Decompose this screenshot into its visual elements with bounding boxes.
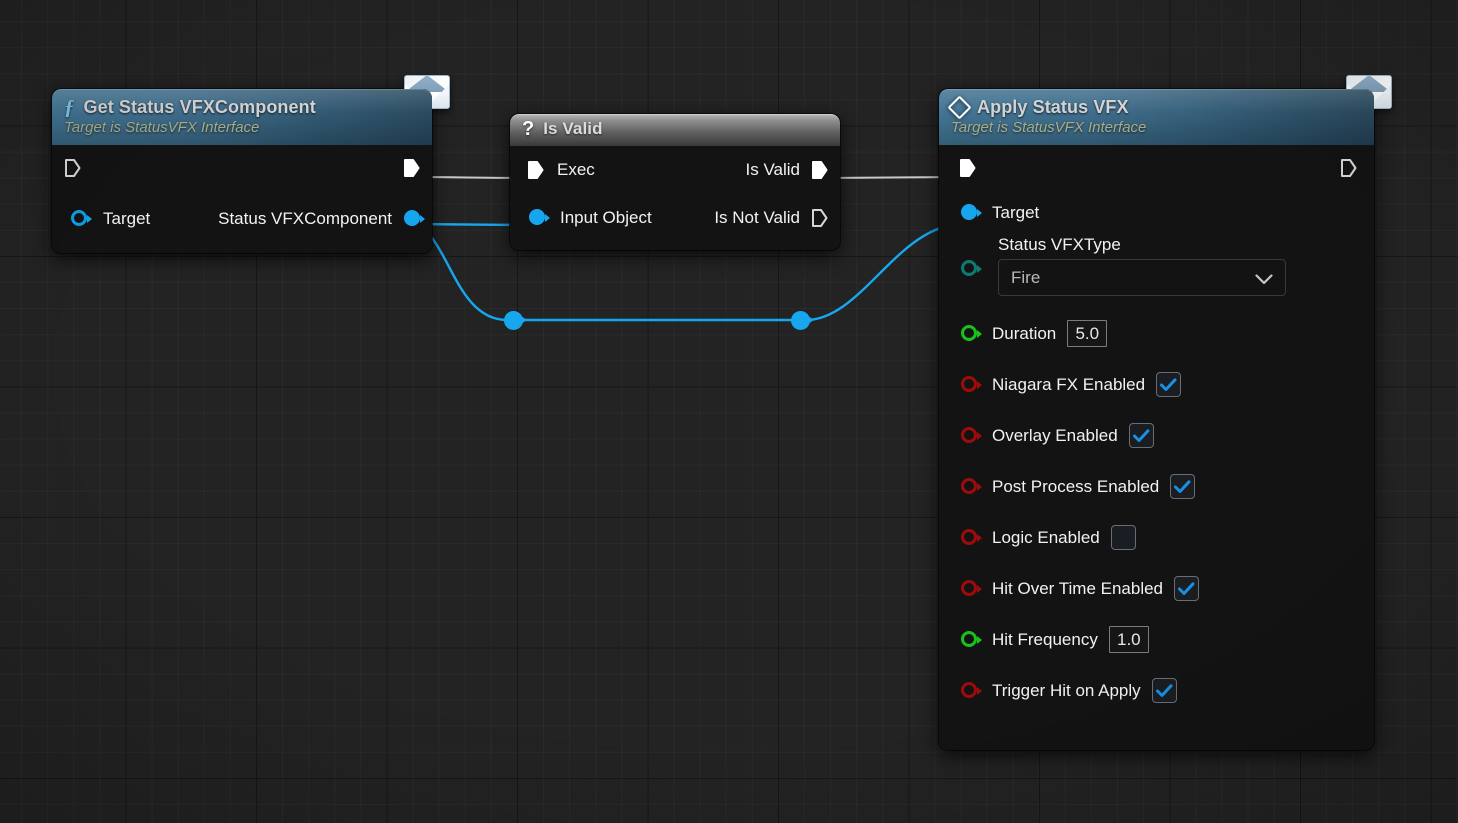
node-header[interactable]: ? Is Valid <box>510 114 840 146</box>
status-vfxtype-value: Fire <box>1011 267 1041 287</box>
is-valid-pin[interactable] <box>811 160 828 180</box>
node-header[interactable]: Apply Status VFX Target is StatusVFX Int… <box>939 89 1374 145</box>
row-niagara-fx-enabled: Niagara FX Enabled <box>939 359 1374 410</box>
status-vfxcomponent-label: Status VFXComponent <box>218 209 392 228</box>
row-overlay-enabled: Overlay Enabled <box>939 410 1374 461</box>
is-not-valid-pin[interactable] <box>811 208 828 228</box>
node-title: Apply Status VFX <box>977 97 1129 117</box>
row-duration: Duration 5.0 <box>939 308 1374 359</box>
is-not-valid-label: Is Not Valid <box>714 208 800 227</box>
exec-out-pin[interactable] <box>403 158 420 178</box>
target-pin[interactable] <box>961 204 982 222</box>
duration-label: Duration <box>992 323 1057 343</box>
duration-pin[interactable] <box>961 324 982 343</box>
trigger-hit-on-apply-label: Trigger Hit on Apply <box>992 680 1141 700</box>
row-post-process-enabled: Post Process Enabled <box>939 461 1374 512</box>
reroute-knot-left[interactable] <box>504 311 527 330</box>
post-process-enabled-pin[interactable] <box>961 477 982 496</box>
node-body: ƒ Get Status VFXComponent Target is Stat… <box>52 89 432 253</box>
trigger-hit-on-apply-pin[interactable] <box>961 681 982 700</box>
row-exec <box>939 145 1374 191</box>
hit-frequency-label: Hit Frequency <box>992 629 1098 649</box>
node-apply-status-vfx[interactable]: Apply Status VFX Target is StatusVFX Int… <box>939 75 1392 750</box>
reroute-knot-left-nub <box>521 316 527 324</box>
row-trigger-hit-on-apply: Trigger Hit on Apply <box>939 665 1374 716</box>
status-vfxtype-pin[interactable] <box>961 260 982 278</box>
hit-frequency-input[interactable]: 1.0 <box>1108 626 1149 653</box>
exec-in-pin[interactable] <box>959 158 976 178</box>
hit-frequency-pin[interactable] <box>961 630 982 649</box>
reroute-knot-right[interactable] <box>791 311 814 330</box>
row-target: Target <box>939 191 1374 235</box>
hit-over-time-enabled-label: Hit Over Time Enabled <box>992 578 1164 598</box>
target-label: Target <box>103 209 151 228</box>
node-title: Is Valid <box>543 119 603 138</box>
node-body: Apply Status VFX Target is StatusVFX Int… <box>939 89 1374 750</box>
row-hit-frequency: Hit Frequency 1.0 <box>939 614 1374 665</box>
row-status-vfxtype: Status VFXType Fire <box>939 235 1374 308</box>
hit-over-time-enabled-pin[interactable] <box>961 579 982 598</box>
input-object-label: Input Object <box>560 208 652 227</box>
duration-input[interactable]: 5.0 <box>1067 320 1108 347</box>
is-valid-label: Is Valid <box>745 160 801 179</box>
target-pin[interactable] <box>71 210 92 228</box>
reroute-knot-right-dot <box>791 311 810 330</box>
question-mark-icon: ? <box>522 118 535 140</box>
row-hit-over-time-enabled: Hit Over Time Enabled <box>939 563 1374 614</box>
status-vfxcomponent-pin[interactable] <box>404 210 425 228</box>
hit-over-time-enabled-checkbox[interactable] <box>1174 576 1200 601</box>
node-header[interactable]: ƒ Get Status VFXComponent Target is Stat… <box>52 89 432 145</box>
node-is-valid[interactable]: ? Is Valid Exec Is Valid Input Object <box>510 114 840 250</box>
exec-in-pin[interactable] <box>527 160 544 180</box>
node-title: Get Status VFXComponent <box>83 97 316 117</box>
status-vfxtype-label: Status VFXType <box>998 235 1121 254</box>
niagara-fx-enabled-pin[interactable] <box>961 375 982 394</box>
post-process-enabled-label: Post Process Enabled <box>992 476 1160 496</box>
node-get-status-vfxcomponent[interactable]: ƒ Get Status VFXComponent Target is Stat… <box>52 75 450 253</box>
row-exec <box>52 145 432 191</box>
trigger-hit-on-apply-checkbox[interactable] <box>1151 678 1177 703</box>
message-diamond-icon <box>947 95 972 120</box>
exec-in-pin[interactable] <box>64 158 81 178</box>
row-inputobject-isnotvalid: Input Object Is Not Valid <box>510 194 840 242</box>
row-target-output: Target Status VFXComponent <box>52 191 432 247</box>
niagara-fx-enabled-label: Niagara FX Enabled <box>992 374 1146 394</box>
niagara-fx-enabled-checkbox[interactable] <box>1156 372 1182 397</box>
overlay-enabled-checkbox[interactable] <box>1128 423 1154 448</box>
logic-enabled-checkbox[interactable] <box>1110 525 1136 550</box>
exec-label: Exec <box>557 160 595 179</box>
reroute-knot-right-nub <box>808 316 814 324</box>
node-subtitle: Target is StatusVFX Interface <box>951 119 1147 136</box>
chevron-down-icon <box>1255 272 1273 285</box>
target-label: Target <box>992 203 1040 222</box>
exec-out-pin[interactable] <box>1340 158 1357 178</box>
node-body: ? Is Valid Exec Is Valid Input Object <box>510 114 840 250</box>
node-subtitle: Target is StatusVFX Interface <box>64 119 260 136</box>
reroute-knot-left-dot <box>504 311 523 330</box>
row-exec-isvalid: Exec Is Valid <box>510 146 840 194</box>
logic-enabled-pin[interactable] <box>961 528 982 547</box>
overlay-enabled-pin[interactable] <box>961 426 982 445</box>
overlay-enabled-label: Overlay Enabled <box>992 425 1118 445</box>
logic-enabled-label: Logic Enabled <box>992 527 1100 547</box>
status-vfxtype-dropdown[interactable]: Fire <box>998 259 1286 296</box>
post-process-enabled-checkbox[interactable] <box>1170 474 1196 499</box>
input-object-pin[interactable] <box>529 209 550 227</box>
row-logic-enabled: Logic Enabled <box>939 512 1374 563</box>
function-f-icon: ƒ <box>64 95 75 119</box>
